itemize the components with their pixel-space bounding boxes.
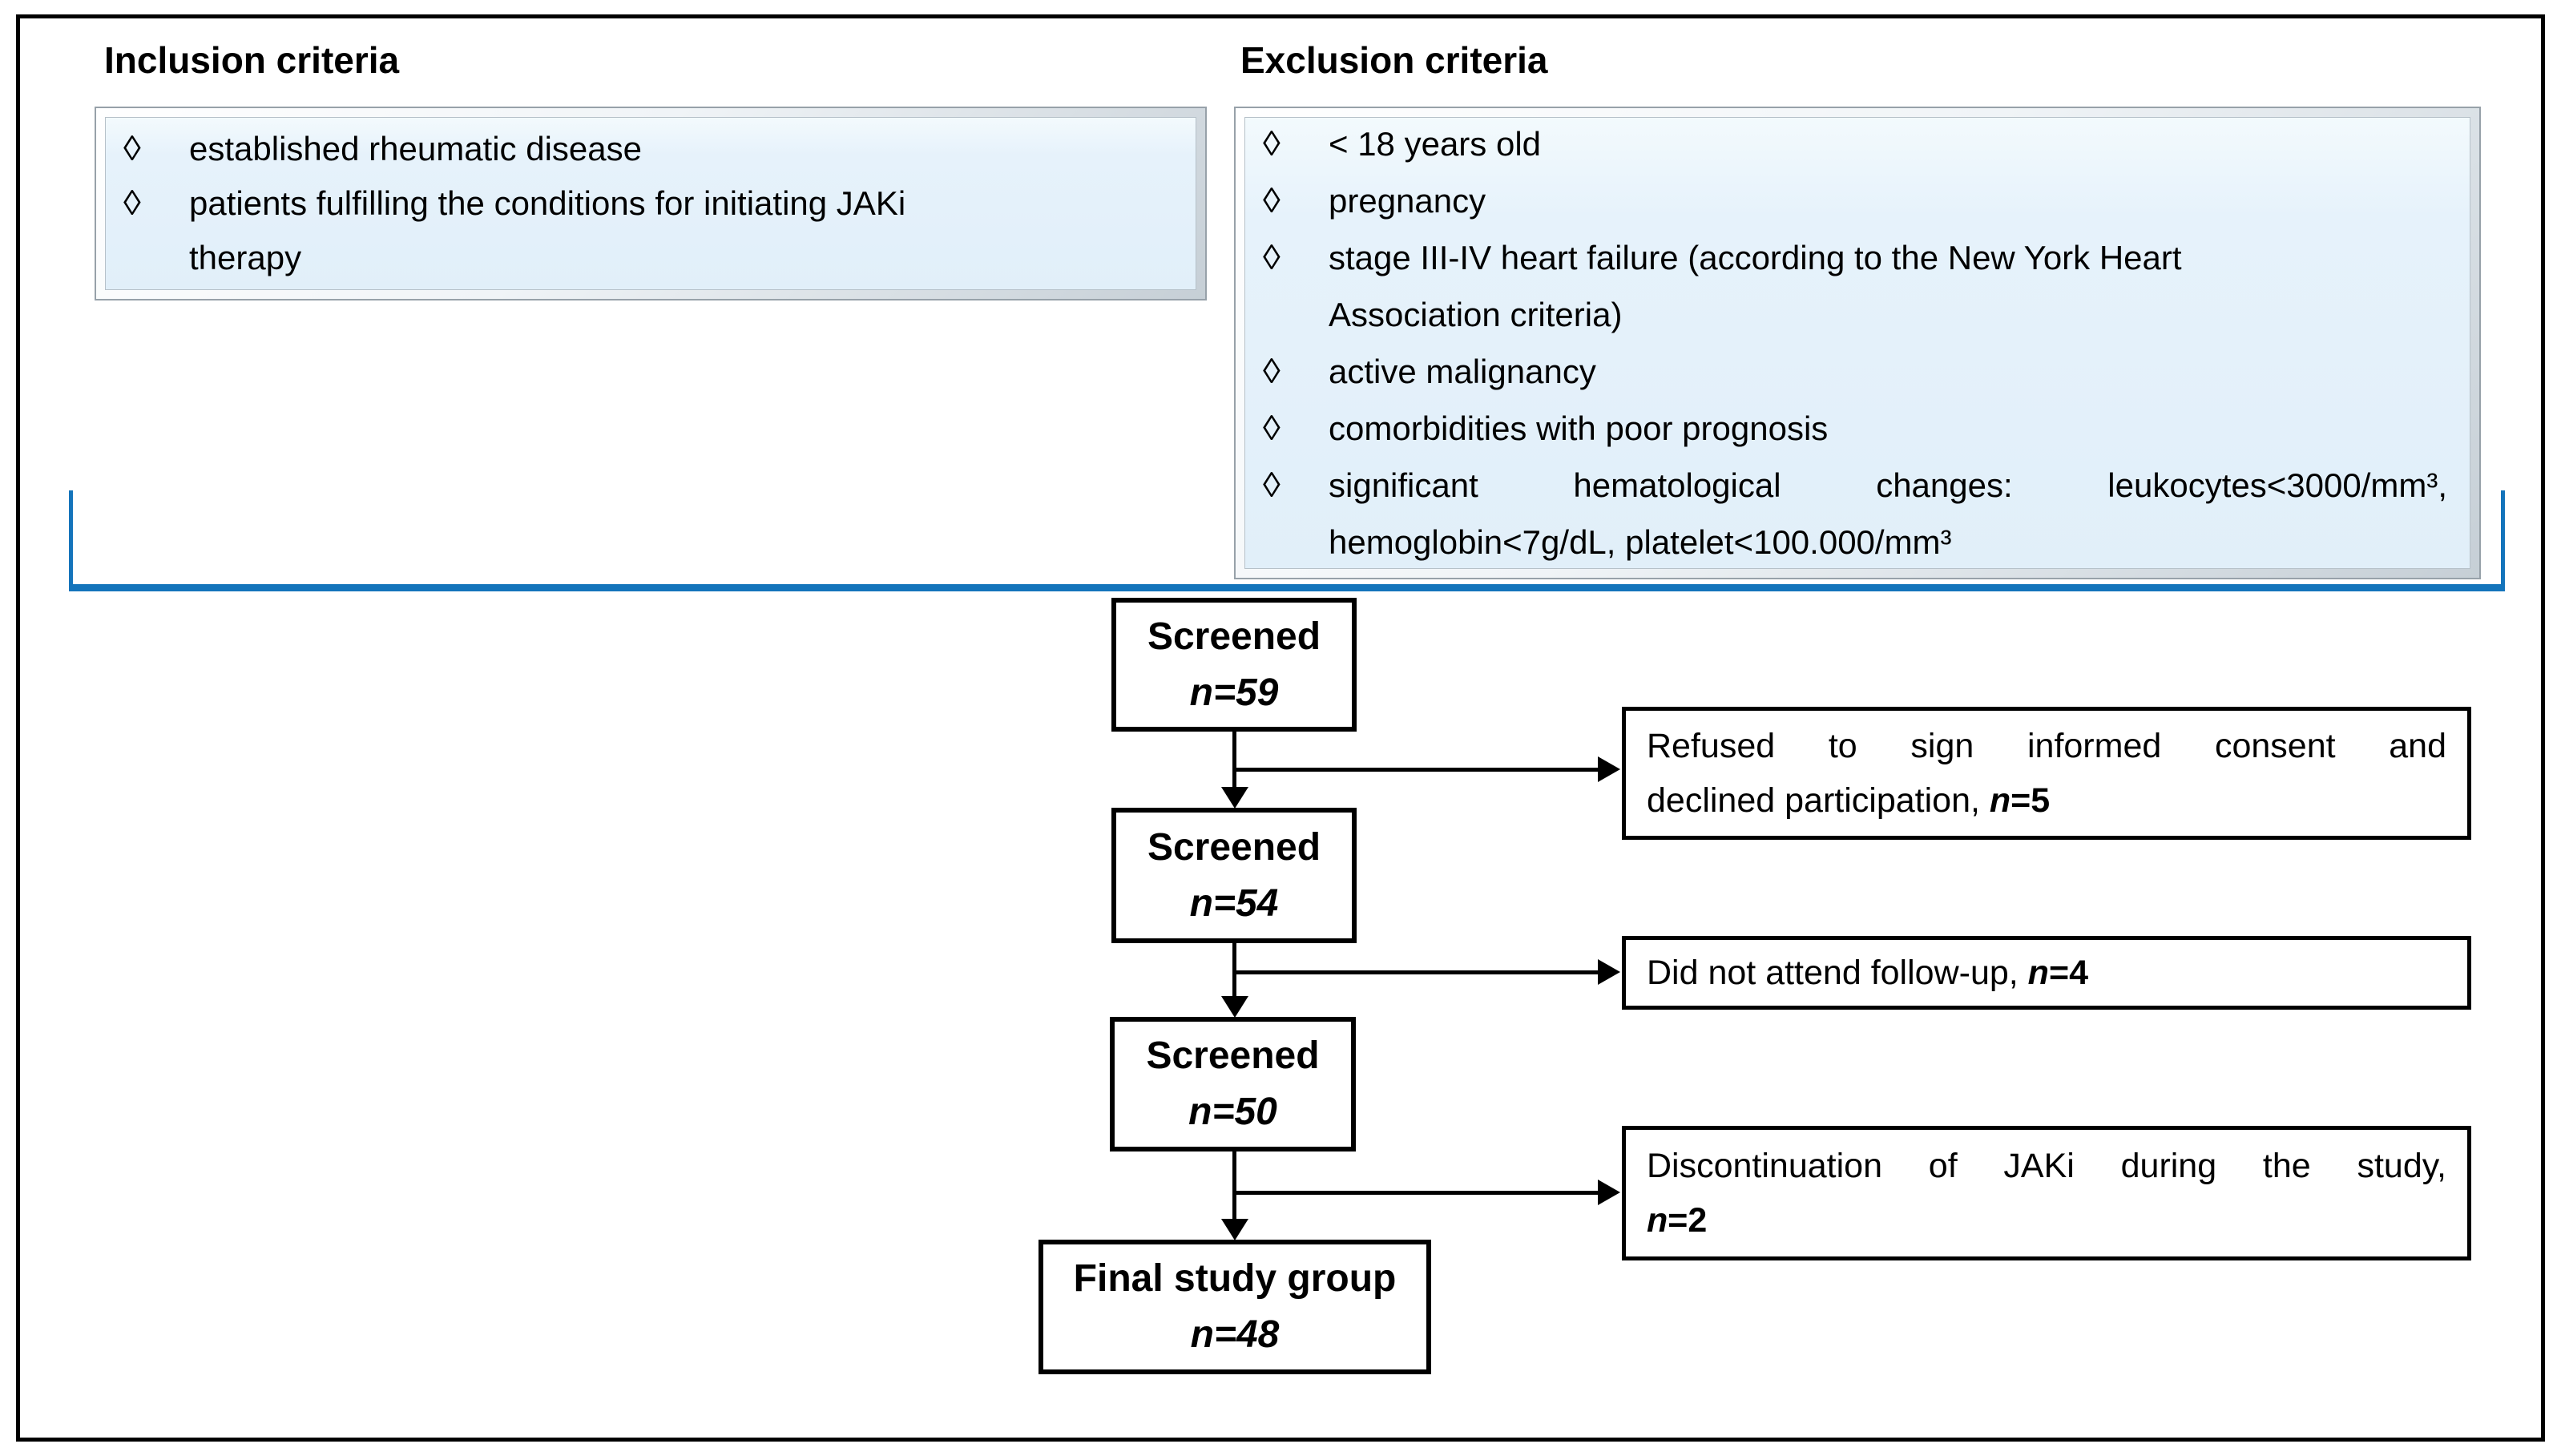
n-value: =2 [1668, 1201, 1708, 1240]
diamond-bullet-icon: ◊ [1263, 409, 1280, 448]
arrowhead-down-icon [1221, 787, 1248, 809]
list-item: ◊ stage III-IV heart failure (according … [1263, 229, 2447, 343]
screened-node-3: Screened n=50 [1110, 1017, 1356, 1151]
criterion-text: pregnancy [1329, 182, 1486, 220]
diamond-bullet-icon: ◊ [1263, 466, 1280, 505]
connector-line [1232, 732, 1236, 789]
screened-node-1: Screened n=59 [1111, 598, 1357, 732]
reason-text: declined participation, [1647, 781, 1990, 820]
list-item: ◊ significant hematological changes: leu… [1263, 457, 2447, 571]
n-count: n [2027, 954, 2049, 992]
list-item: ◊ patients fulfilling the conditions for… [123, 176, 1173, 285]
node-count: n=54 [1189, 881, 1279, 925]
node-title: Screened [1147, 825, 1321, 869]
figure-border-frame [16, 14, 2545, 1442]
node-count: n=59 [1189, 671, 1279, 714]
criterion-text: stage III-IV heart failure (according to… [1329, 239, 2182, 276]
list-item: ◊ active malignancy [1263, 343, 2447, 400]
node-title: Screened [1146, 1035, 1320, 1077]
reason-line: Refused to sign informed consent and [1647, 727, 2446, 765]
did-not-attend-box: Did not attend follow-up, n=4 [1622, 936, 2471, 1010]
criterion-text: comorbidities with poor prognosis [1329, 409, 1829, 447]
list-item: ◊ established rheumatic disease [123, 122, 1173, 176]
list-item: ◊ comorbidities with poor prognosis [1263, 400, 2447, 457]
branch-connector-line [1232, 1191, 1598, 1195]
exclusion-criteria-list: ◊ < 18 years old ◊ pregnancy ◊ stage III… [1244, 117, 2470, 569]
criterion-text: significant hematological changes: leuko… [1329, 466, 2447, 504]
diamond-bullet-icon: ◊ [123, 129, 141, 168]
bracket-bottom-line [69, 584, 2505, 591]
n-value: =4 [2048, 954, 2088, 992]
node-count: n=48 [1190, 1313, 1280, 1356]
diamond-bullet-icon: ◊ [1263, 238, 1280, 277]
n-count: n [1647, 1201, 1668, 1240]
diamond-bullet-icon: ◊ [1263, 124, 1280, 163]
criterion-text: hemoglobin<7g/dL, platelet<100.000/mm³ [1329, 523, 1952, 561]
node-title: Final study group [1073, 1257, 1397, 1300]
list-item: ◊ < 18 years old [1263, 115, 2447, 172]
exclusion-criteria-heading: Exclusion criteria [1240, 39, 1548, 81]
node-title: Screened [1147, 615, 1321, 658]
reason-text: Did not attend follow-up, [1647, 954, 2028, 992]
exclusion-criteria-box: ◊ < 18 years old ◊ pregnancy ◊ stage III… [1234, 107, 2481, 579]
arrowhead-down-icon [1221, 996, 1248, 1018]
criterion-text: Association criteria) [1329, 296, 1623, 333]
diamond-bullet-icon: ◊ [1263, 181, 1280, 220]
refused-consent-box: Refused to sign informed consent and dec… [1622, 707, 2471, 840]
criterion-text: active malignancy [1329, 353, 1596, 390]
criterion-text: therapy [189, 239, 302, 276]
reason-line: declined participation, n=5 [1647, 773, 2446, 828]
reason-line: n=2 [1647, 1193, 2446, 1248]
reason-line: Did not attend follow-up, n=4 [1647, 946, 2446, 1000]
criterion-text: established rheumatic disease [189, 130, 642, 167]
inclusion-criteria-box: ◊ established rheumatic disease ◊ patien… [95, 107, 1207, 300]
connector-line [1232, 943, 1236, 996]
branch-connector-line [1232, 768, 1598, 772]
reason-line: Discontinuation of JAKi during the study… [1647, 1147, 2446, 1185]
branch-connector-line [1232, 970, 1598, 974]
criterion-text: < 18 years old [1329, 125, 1542, 163]
arrowhead-right-icon [1598, 959, 1620, 985]
bracket-right-line [2501, 490, 2505, 591]
inclusion-criteria-heading: Inclusion criteria [104, 39, 400, 81]
arrowhead-down-icon [1221, 1219, 1248, 1240]
n-value: =5 [2010, 781, 2051, 820]
final-study-group-node: Final study group n=48 [1039, 1240, 1431, 1374]
diamond-bullet-icon: ◊ [123, 184, 141, 223]
inclusion-criteria-list: ◊ established rheumatic disease ◊ patien… [105, 117, 1196, 290]
bracket-left-line [69, 490, 73, 591]
node-count: n=50 [1188, 1091, 1277, 1133]
discontinuation-box: Discontinuation of JAKi during the study… [1622, 1126, 2471, 1260]
list-item: ◊ pregnancy [1263, 172, 2447, 229]
arrowhead-right-icon [1598, 756, 1620, 782]
criterion-text: patients fulfilling the conditions for i… [189, 184, 906, 222]
connector-line [1232, 1151, 1236, 1219]
screened-node-2: Screened n=54 [1111, 808, 1357, 943]
arrowhead-right-icon [1598, 1180, 1620, 1205]
n-count: n [1989, 781, 2011, 820]
diamond-bullet-icon: ◊ [1263, 352, 1280, 391]
